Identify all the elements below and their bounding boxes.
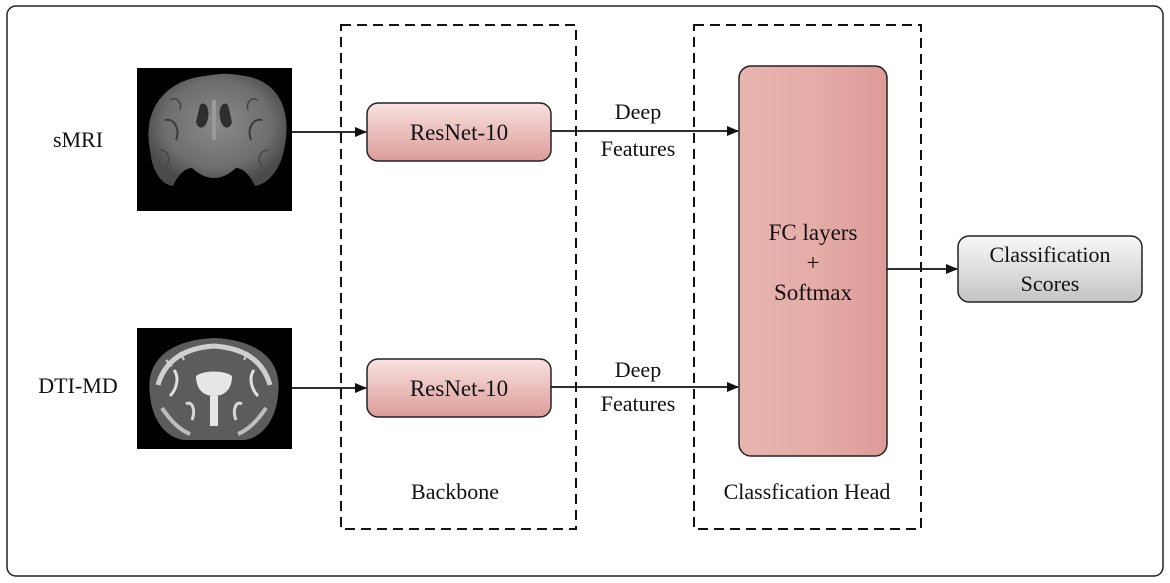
smri-brain-image — [137, 68, 292, 211]
deep-features-bottom-line2: Features — [601, 391, 676, 416]
fc-softmax-block: FC layers + Softmax — [738, 65, 888, 457]
resnet-block-bottom: ResNet-10 — [366, 358, 552, 418]
softmax-label: Softmax — [774, 280, 852, 305]
deep-features-bottom-line1: Deep — [615, 357, 661, 382]
smri-input-label: sMRI — [53, 127, 103, 152]
backbone-group-label: Backbone — [411, 479, 499, 504]
classification-head-group-box — [693, 24, 922, 530]
classification-scores-block: Classification Scores — [957, 235, 1143, 303]
resnet-top-label: ResNet-10 — [410, 120, 508, 145]
outer-frame — [6, 5, 1164, 577]
output-line2: Scores — [1021, 271, 1080, 296]
deep-features-top-line1: Deep — [615, 99, 661, 124]
deep-features-top-line2: Features — [601, 136, 676, 161]
backbone-group-box — [340, 24, 577, 530]
fc-plus-label: + — [807, 250, 820, 275]
resnet-bottom-label: ResNet-10 — [410, 376, 508, 401]
dti-md-brain-image — [137, 328, 292, 449]
dti-md-input-label: DTI-MD — [38, 373, 117, 398]
fc-layers-label: FC layers — [769, 220, 858, 245]
output-line1: Classification — [990, 242, 1111, 267]
classification-head-group-label: Classfication Head — [724, 479, 891, 504]
resnet-block-top: ResNet-10 — [366, 102, 552, 162]
